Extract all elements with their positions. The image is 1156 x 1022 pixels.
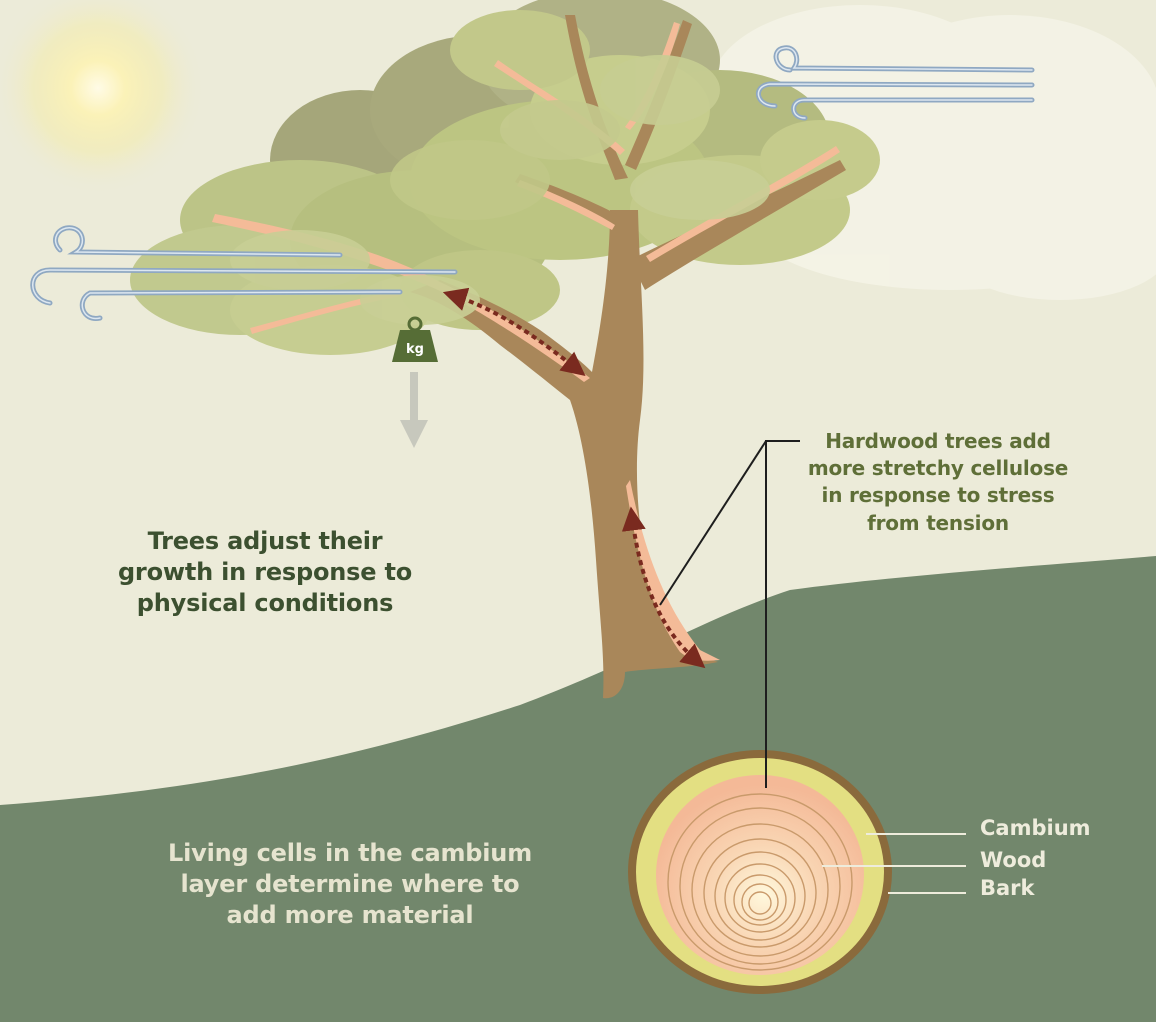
intro-line-2: growth in response to bbox=[117, 558, 413, 587]
cambium-line-3: add more material bbox=[226, 901, 474, 930]
trunk-cross-section bbox=[628, 750, 892, 994]
branch-right bbox=[630, 160, 846, 290]
cambium-caption: Living cells in the cambium layer determ… bbox=[130, 838, 570, 932]
branch-tension-arrow bbox=[442, 287, 586, 376]
intro-line-1: Trees adjust their bbox=[147, 527, 383, 555]
weight-icon: kg bbox=[392, 316, 438, 362]
hardwood-line-1: Hardwood trees add bbox=[825, 429, 1051, 453]
wood-label: Wood bbox=[980, 848, 1047, 872]
sun-icon bbox=[0, 0, 206, 196]
cambium-line-1: Living cells in the cambium bbox=[168, 839, 532, 867]
hardwood-line-2: more stretchy cellulose bbox=[807, 456, 1069, 481]
trunk-tension-arrow bbox=[621, 506, 706, 669]
intro-line-3: physical conditions bbox=[136, 589, 394, 618]
down-arrow-icon bbox=[400, 372, 428, 448]
weight-label: kg bbox=[406, 342, 424, 357]
ring-callout-lines bbox=[822, 833, 966, 894]
hardwood-line-3: in response to stress bbox=[821, 483, 1055, 508]
bark-label: Bark bbox=[980, 876, 1035, 900]
branch-top bbox=[565, 15, 628, 180]
hardwood-caption: Hardwood trees add more stretchy cellulo… bbox=[790, 428, 1086, 537]
callout-lines bbox=[659, 440, 800, 788]
hardwood-line-4: from tension bbox=[867, 510, 1009, 535]
intro-caption: Trees adjust their growth in response to… bbox=[60, 526, 470, 620]
tree-canopy-front bbox=[230, 55, 770, 325]
cambium-line-2: layer determine where to bbox=[180, 870, 520, 899]
cambium-label: Cambium bbox=[980, 816, 1091, 840]
